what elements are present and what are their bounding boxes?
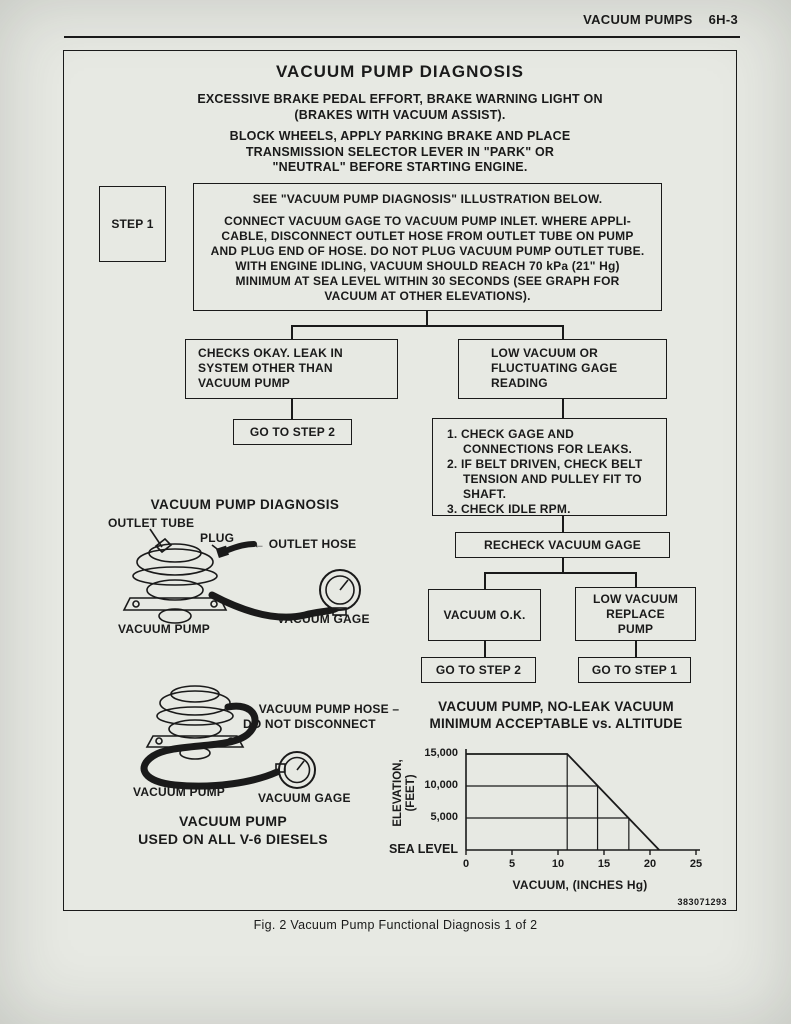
illustration1-title: VACUUM PUMP DIAGNOSIS xyxy=(150,497,340,512)
goto-step2-label-b: GO TO STEP 2 xyxy=(435,662,522,677)
vacuum-altitude-chart xyxy=(465,749,700,855)
chart-x-axis-title: VACUUM, (INCHES Hg) xyxy=(512,878,648,892)
header-rule xyxy=(64,36,740,38)
flow-connector xyxy=(484,572,486,589)
chart-x-tick-20: 20 xyxy=(643,858,657,870)
checklist-item-1: 1. CHECK GAGE AND CONNECTIONS FOR LEAKS. xyxy=(447,427,633,456)
plug-label: PLUG xyxy=(200,531,235,545)
checks-okay-box: CHECKS OKAY. LEAK IN SYSTEM OTHER THAN V… xyxy=(185,339,398,399)
flow-connector xyxy=(562,558,564,574)
recheck-box: RECHECK VACUUM GAGE xyxy=(455,532,670,558)
page-header: VACUUM PUMPS 6H-3 xyxy=(400,12,738,27)
low-vacuum-box: LOW VACUUM OR FLUCTUATING GAGE READING xyxy=(458,339,667,399)
chart-x-tick-15: 15 xyxy=(597,858,611,870)
goto-step2-box-a: GO TO STEP 2 xyxy=(233,419,352,445)
vacuum-pump-v6-illustration xyxy=(140,685,316,790)
intro-paragraph-2: BLOCK WHEELS, APPLY PARKING BRAKE AND PL… xyxy=(229,129,571,174)
flow-connector xyxy=(635,641,637,658)
step1-box: STEP 1 xyxy=(99,186,166,262)
checklist-item-2: 2. IF BELT DRIVEN, CHECK BELT TENSION AN… xyxy=(447,457,643,501)
goto-step2-label-a: GO TO STEP 2 xyxy=(249,424,336,439)
chart-y-tick-5000: 5,000 xyxy=(430,811,458,823)
page-header-title: VACUUM PUMPS xyxy=(583,12,693,27)
page-number: 6H-3 xyxy=(708,12,738,27)
vacuum-pump-label-1: VACUUM PUMP xyxy=(118,622,210,636)
recheck-label: RECHECK VACUUM GAGE xyxy=(484,537,641,552)
flow-connector xyxy=(562,399,564,418)
flow-connector xyxy=(562,516,564,532)
outlet-tube-label: OUTLET TUBE xyxy=(108,516,195,530)
step1-instructions: CONNECT VACUUM GAGE TO VACUUM PUMP INLET… xyxy=(210,214,645,303)
flow-connector xyxy=(484,641,486,658)
goto-step1-label: GO TO STEP 1 xyxy=(591,662,678,677)
flow-connector xyxy=(484,572,637,574)
vacuum-gage-label-1: VACUUM GAGE xyxy=(277,612,370,626)
v6-diesel-footer: VACUUM PUMP USED ON ALL V-6 DIESELS xyxy=(138,813,328,847)
goto-step1-box: GO TO STEP 1 xyxy=(578,657,691,683)
chart-y-tick-15000: 15,000 xyxy=(424,747,458,759)
intro-paragraph-1: EXCESSIVE BRAKE PEDAL EFFORT, BRAKE WARN… xyxy=(197,92,603,122)
chart-x-tick-0: 0 xyxy=(462,858,470,870)
document-number: 383071293 xyxy=(677,897,727,907)
vacuum-pump-hose-note: ← VACUUM PUMP HOSE – DO NOT DISCONNECT xyxy=(243,702,400,731)
flow-connector xyxy=(291,399,293,419)
figure-border xyxy=(63,50,737,911)
flow-connector xyxy=(426,311,428,326)
low-vacuum-replace-box: LOW VACUUM REPLACE PUMP xyxy=(575,587,696,641)
chart-x-tick-10: 10 xyxy=(551,858,565,870)
chart-x-tick-5: 5 xyxy=(508,858,516,870)
flow-connector xyxy=(291,325,293,340)
vacuum-pump-gage-illustration xyxy=(122,528,361,624)
vacuum-gage-label-2: VACUUM GAGE xyxy=(258,791,351,805)
chart-y-tick-sea-level: SEA LEVEL xyxy=(389,842,458,856)
vacuum-ok-box: VACUUM O.K. xyxy=(428,589,541,641)
chart-title: VACUUM PUMP, NO-LEAK VACUUM MINIMUM ACCE… xyxy=(429,699,683,731)
diagnosis-title: VACUUM PUMP DIAGNOSIS xyxy=(275,62,524,81)
chart-y-tick-10000: 10,000 xyxy=(424,779,458,791)
chart-x-tick-25: 25 xyxy=(689,858,703,870)
flow-connector xyxy=(562,325,564,340)
flow-connector xyxy=(291,325,564,327)
vacuum-ok-label: VACUUM O.K. xyxy=(443,607,526,622)
outlet-hose-label: ← OUTLET HOSE xyxy=(253,537,357,551)
flow-connector xyxy=(635,572,637,587)
step1-label: STEP 1 xyxy=(111,216,154,231)
checklist-box: 1. CHECK GAGE AND CONNECTIONS FOR LEAKS.… xyxy=(432,418,667,516)
goto-step2-box-b: GO TO STEP 2 xyxy=(421,657,536,683)
step1-instruction-box: SEE "VACUUM PUMP DIAGNOSIS" ILLUSTRATION… xyxy=(193,183,662,311)
vacuum-pump-label-2: VACUUM PUMP xyxy=(133,785,225,799)
checklist-item-3: 3. CHECK IDLE RPM. xyxy=(447,502,571,516)
figure-caption: Fig. 2 Vacuum Pump Functional Diagnosis … xyxy=(253,918,538,932)
step1-see-note: SEE "VACUUM PUMP DIAGNOSIS" ILLUSTRATION… xyxy=(252,192,603,206)
